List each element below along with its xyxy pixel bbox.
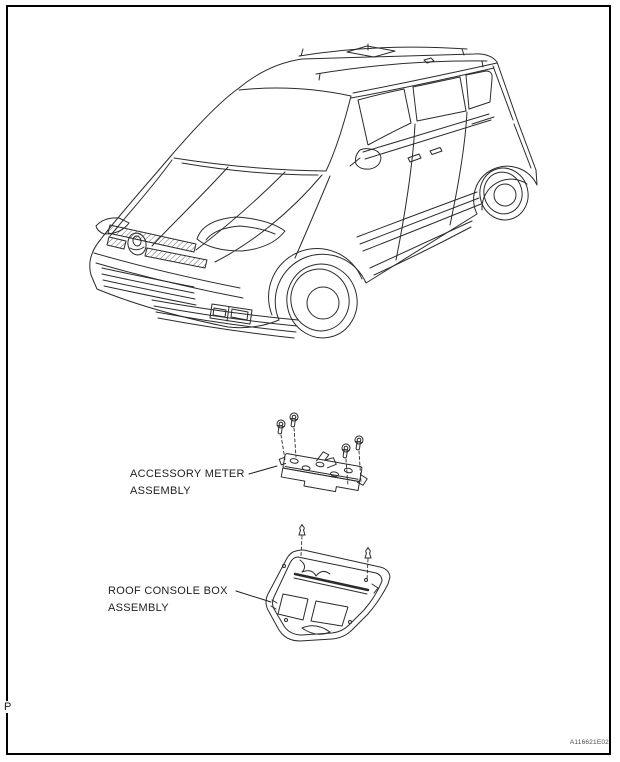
vehicle-line-drawing (89, 43, 538, 339)
windshield (173, 87, 352, 176)
door-handles (407, 147, 443, 163)
fog-lamp (209, 303, 253, 325)
screw-icon (276, 419, 286, 435)
screw-icon (289, 412, 299, 428)
figure-code: A116621E02 (569, 739, 609, 746)
accessory-meter-part-drawing (276, 412, 368, 493)
front-wheel (286, 263, 358, 339)
clip-guide-lines (300, 535, 369, 581)
accessory-meter-leader-line (248, 465, 278, 475)
roof-rails (298, 43, 488, 81)
accessory-meter-callout-line2: ASSEMBLY (130, 485, 191, 497)
accessory-meter-callout: ACCESSORY METER ASSEMBLY (130, 466, 245, 500)
roof-console-part-drawing (265, 524, 391, 642)
clip-icon (364, 547, 372, 559)
screw-icon (354, 435, 364, 451)
rear-wheel (479, 167, 529, 221)
screw-guide-lines (280, 427, 362, 487)
roof-console-leader-line (235, 590, 272, 603)
roof-console-callout: ROOF CONSOLE BOX ASSEMBLY (108, 583, 228, 617)
page-marker: P (3, 701, 13, 713)
screw-icon (341, 443, 351, 459)
side-windows (357, 70, 493, 146)
roof-console-callout-line2: ASSEMBLY (108, 602, 169, 614)
side-mirror (349, 148, 382, 170)
front-bumper (93, 252, 299, 339)
roof-console-callout-line1: ROOF CONSOLE BOX (108, 585, 228, 597)
page-border-frame (6, 5, 611, 755)
clip-icon (298, 524, 306, 536)
grille (106, 224, 208, 269)
callout-leader-lines (235, 465, 278, 603)
hood-lines (109, 159, 331, 263)
accessory-meter-callout-line1: ACCESSORY METER (130, 468, 245, 480)
